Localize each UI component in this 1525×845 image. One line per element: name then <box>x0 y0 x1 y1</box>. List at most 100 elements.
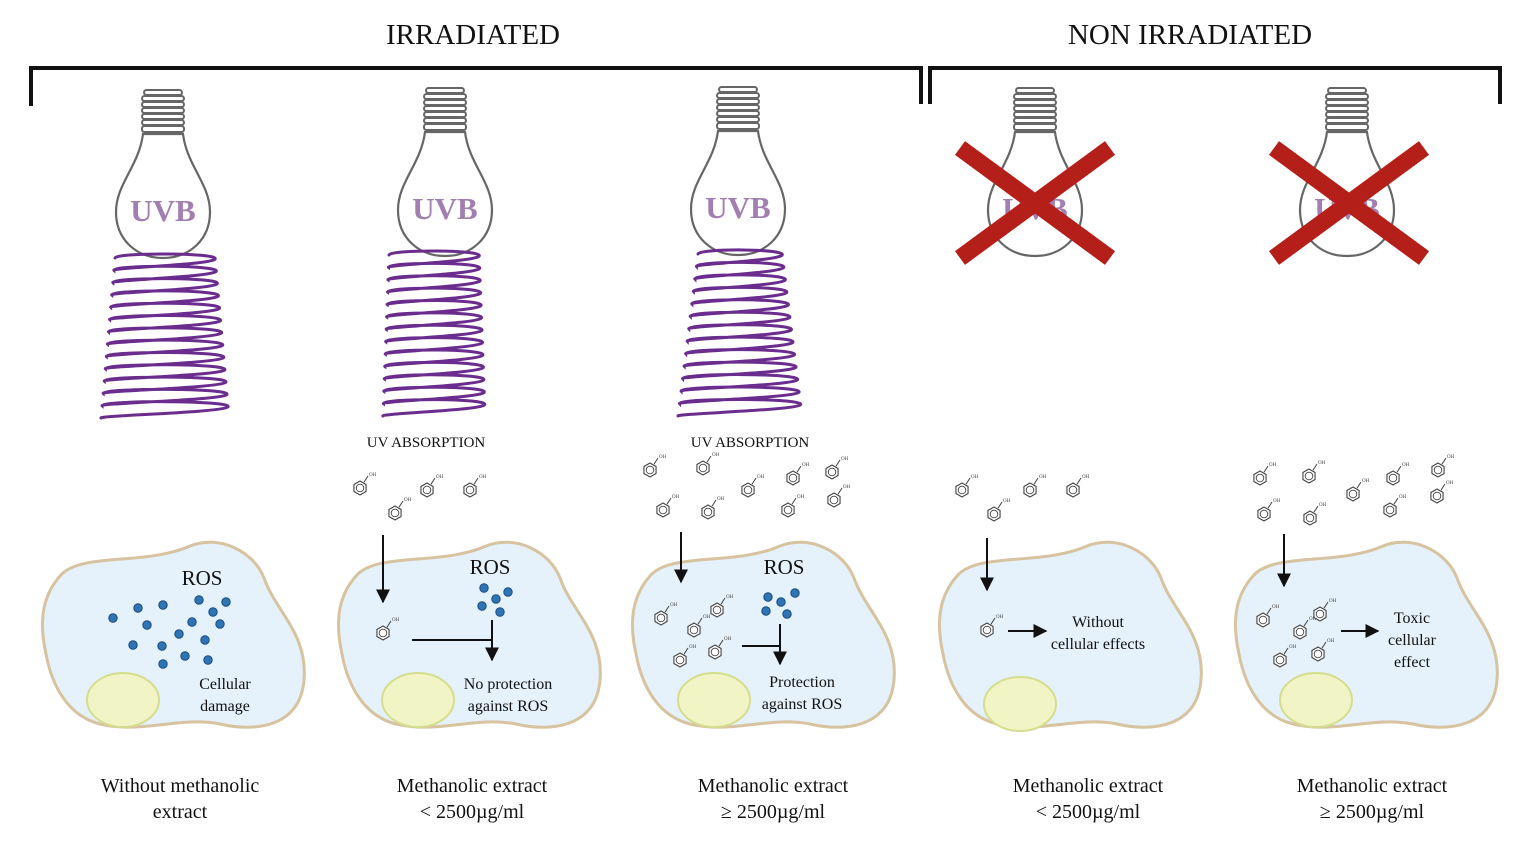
hydroxyl-label: OH <box>996 615 1004 620</box>
effect-label: against ROS <box>762 696 842 713</box>
hydroxyl-label: OH <box>757 475 765 480</box>
aromatic-ring <box>355 483 365 493</box>
hydroxyl-bond <box>1267 501 1273 509</box>
hydroxyl-label: OH <box>1269 463 1277 468</box>
effect-label: Without <box>1072 614 1124 631</box>
hydroxyl-bond <box>997 501 1003 509</box>
non-irradiated-bracket <box>928 66 1502 104</box>
effect-label: cellular <box>1388 632 1437 649</box>
phenol-molecule-icon: OH <box>654 603 678 626</box>
phenol-molecule-icon: OH <box>1066 475 1090 498</box>
hydroxyl-bond <box>1283 647 1289 655</box>
uvb-lamp-label: UVB <box>130 193 195 228</box>
panel-caption: ≥ 2500µg/ml <box>1320 801 1425 823</box>
phenol-molecule-icon: OH <box>1431 455 1455 478</box>
ros-molecule <box>790 588 800 598</box>
phenol-molecule-icon: OH <box>1313 599 1337 622</box>
benzene-ring <box>696 460 710 476</box>
hydroxyl-bond <box>1033 477 1039 485</box>
hydroxyl-label: OH <box>1329 599 1337 604</box>
hydroxyl-label: OH <box>971 475 979 480</box>
hydroxyl-label: OH <box>659 455 667 460</box>
hydroxyl-bond <box>835 459 841 467</box>
panel-caption: Without methanolic <box>101 775 260 797</box>
uvb-wave <box>676 248 802 418</box>
hydroxyl-label: OH <box>1446 481 1454 486</box>
light-bulb-icon <box>689 85 787 257</box>
hydroxyl-label: OH <box>1082 475 1090 480</box>
phenol-molecule-icon: OH <box>1023 475 1047 498</box>
benzene-ring <box>353 480 367 496</box>
hydroxyl-bond <box>720 597 726 605</box>
phenol-molecule-icon: OH <box>1293 617 1317 640</box>
phenol-molecule-icon: OH <box>1383 495 1407 518</box>
hydroxyl-bond <box>711 499 717 507</box>
no-irradiation-cross-icon <box>1268 141 1430 265</box>
aromatic-ring <box>1025 485 1035 495</box>
hydroxyl-bond <box>1266 607 1272 615</box>
effect-label: No protection <box>464 676 552 693</box>
uvb-lamp: UVB <box>689 85 787 257</box>
cell-nucleus <box>677 672 751 728</box>
benzene-ring <box>786 470 800 486</box>
ros-molecule <box>142 620 152 630</box>
ros-molecule <box>221 597 231 607</box>
hydroxyl-bond <box>398 500 404 508</box>
hydroxyl-label: OH <box>1273 499 1281 504</box>
hydroxyl-bond <box>1313 505 1319 513</box>
ros-label: ROS <box>182 566 223 590</box>
phenol-molecule-icon: OH <box>1273 645 1297 668</box>
hydroxyl-label: OH <box>1399 495 1407 500</box>
ros-molecule <box>203 655 213 665</box>
hydroxyl-bond <box>718 639 724 647</box>
hydroxyl-label: OH <box>1039 475 1047 480</box>
phenol-molecule-icon: OH <box>376 618 400 641</box>
hydroxyl-bond <box>697 617 703 625</box>
hydroxyl-label: OH <box>1272 605 1280 610</box>
aromatic-ring <box>656 613 666 623</box>
ros-label: ROS <box>764 555 805 579</box>
aromatic-ring <box>710 647 720 657</box>
benzene-ring <box>825 464 839 480</box>
hydroxyl-label: OH <box>1289 645 1297 650</box>
ros-molecule <box>128 640 138 650</box>
benzene-ring <box>1257 506 1271 522</box>
ros-molecule <box>158 659 168 669</box>
effect-label: cellular effects <box>1051 636 1145 653</box>
hydroxyl-bond <box>1441 457 1447 465</box>
phenol-molecule-icon: OH <box>1303 503 1327 526</box>
phenol-molecule-icon: OH <box>1346 479 1370 502</box>
cell-nucleus <box>983 676 1057 732</box>
benzene-ring <box>827 492 841 508</box>
benzene-ring <box>1302 468 1316 484</box>
aromatic-ring <box>378 628 388 638</box>
aromatic-ring <box>827 467 837 477</box>
aromatic-ring <box>645 465 655 475</box>
panel-high-dose-non-irradiated: UVBOHOHOHOHOHOHOHOHOHOHOHOHOHOHToxiccell… <box>1233 86 1499 823</box>
hydroxyl-label: OH <box>670 603 678 608</box>
ros-molecule <box>479 583 489 593</box>
hydroxyl-bond <box>990 617 996 625</box>
hydroxyl-label: OH <box>1319 503 1327 508</box>
benzene-ring <box>710 602 724 618</box>
hydroxyl-bond <box>706 455 712 463</box>
hydroxyl-bond <box>796 465 802 473</box>
hydroxyl-bond <box>666 497 672 505</box>
ros-molecule <box>208 607 218 617</box>
aromatic-ring <box>698 463 708 473</box>
benzene-ring <box>701 504 715 520</box>
uv-absorption-label: UV ABSORPTION <box>691 435 810 451</box>
benzene-ring <box>1386 470 1400 486</box>
aromatic-ring <box>689 625 699 635</box>
aromatic-ring <box>465 485 475 495</box>
hydroxyl-label: OH <box>369 473 377 478</box>
ros-molecule <box>763 592 773 602</box>
benzene-ring <box>1431 462 1445 478</box>
hydroxyl-bond <box>1321 641 1327 649</box>
panel-caption: Methanolic extract <box>397 775 548 797</box>
ros-molecule <box>761 606 771 616</box>
phenol-molecule-icon: OH <box>825 457 849 480</box>
aromatic-ring <box>1385 505 1395 515</box>
phenol-molecule-icon: OH <box>955 475 979 498</box>
